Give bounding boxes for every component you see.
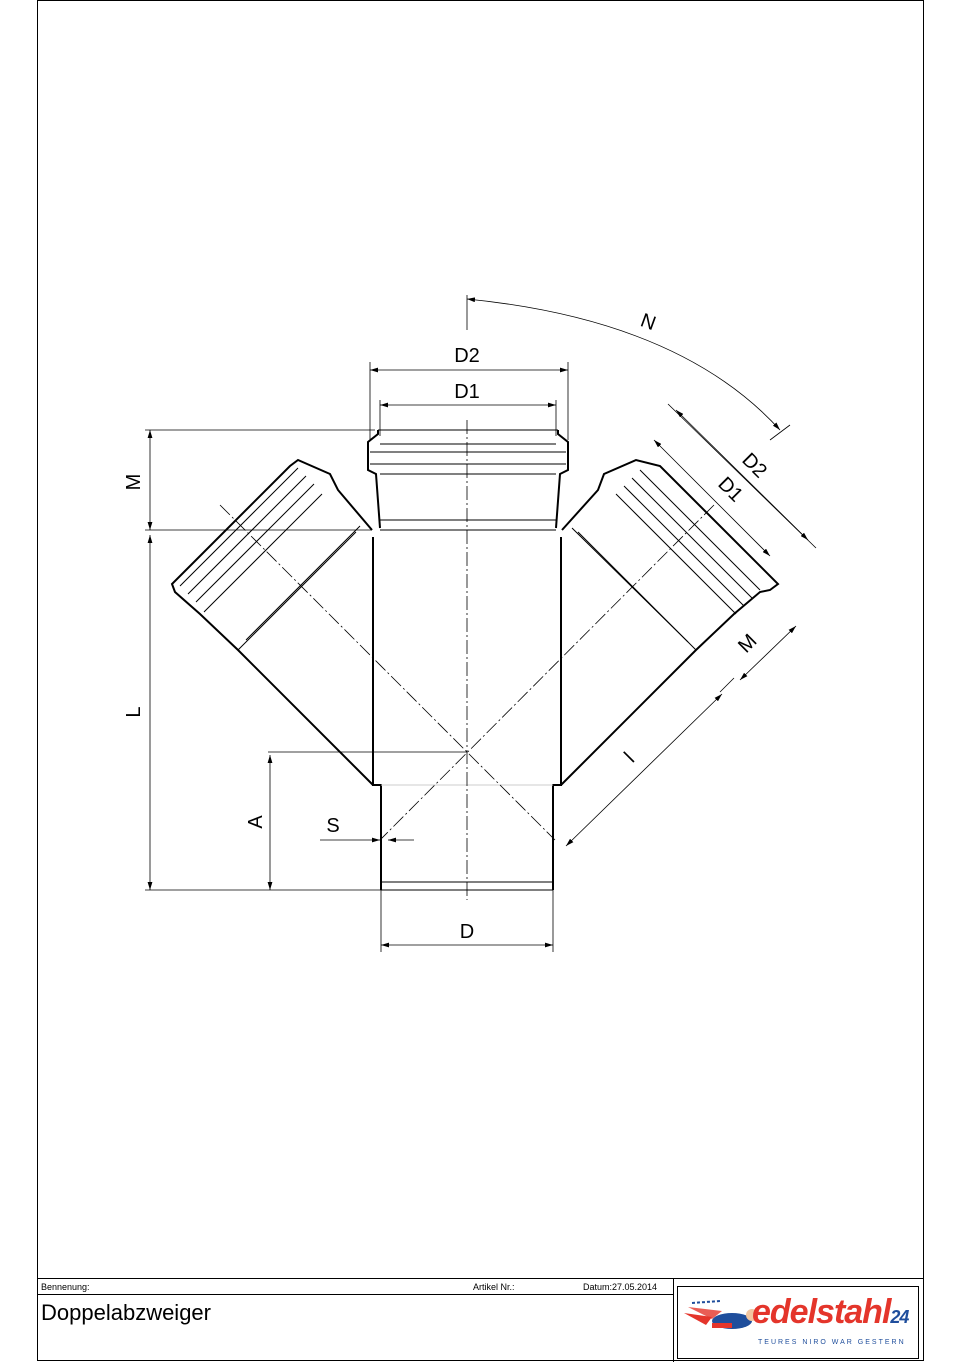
drawing-title: Doppelabzweiger bbox=[41, 1300, 211, 1325]
superhero-logo-icon bbox=[684, 1300, 758, 1329]
center-lines bbox=[219, 420, 715, 900]
label-n: N bbox=[637, 310, 658, 336]
label-l: L bbox=[123, 706, 145, 717]
title-block: Bennenung: Artikel Nr.: Datum:27.05.2014… bbox=[37, 1278, 924, 1362]
technical-drawing: D2 D1 N M L A S D D2 D1 M l bbox=[123, 295, 817, 952]
label-m-left: M bbox=[123, 474, 145, 491]
label-s: S bbox=[326, 815, 339, 837]
label-d1-right: D1 bbox=[713, 473, 747, 507]
label-d2-top: D2 bbox=[454, 345, 480, 367]
bennenung-label: Bennenung: bbox=[41, 1282, 90, 1292]
artikel-label: Artikel Nr.: bbox=[473, 1282, 515, 1292]
label-d1-top: D1 bbox=[454, 381, 480, 403]
logo-brand-text: edelstahl24 bbox=[752, 1293, 909, 1331]
datum-label: Datum:27.05.2014 bbox=[583, 1282, 658, 1292]
company-logo: edelstahl24 TEURES NIRO WAR GESTERN bbox=[677, 1286, 919, 1359]
pipe-detail-lines bbox=[179, 443, 761, 883]
label-l-right: l bbox=[620, 748, 639, 767]
title-block-row-divider bbox=[37, 1294, 673, 1295]
label-a: A bbox=[245, 815, 267, 829]
label-m-right: M bbox=[734, 630, 761, 657]
logo-slogan: TEURES NIRO WAR GESTERN bbox=[758, 1339, 906, 1346]
dimension-lines bbox=[145, 295, 817, 952]
dimension-labels: D2 D1 N M L A S D D2 D1 M l bbox=[123, 310, 771, 943]
title-block-column-divider bbox=[673, 1278, 674, 1362]
title-block-top-border bbox=[37, 1278, 924, 1279]
label-d: D bbox=[460, 921, 474, 943]
label-d2-right: D2 bbox=[737, 449, 771, 483]
drawing-sheet-border bbox=[37, 0, 924, 1361]
